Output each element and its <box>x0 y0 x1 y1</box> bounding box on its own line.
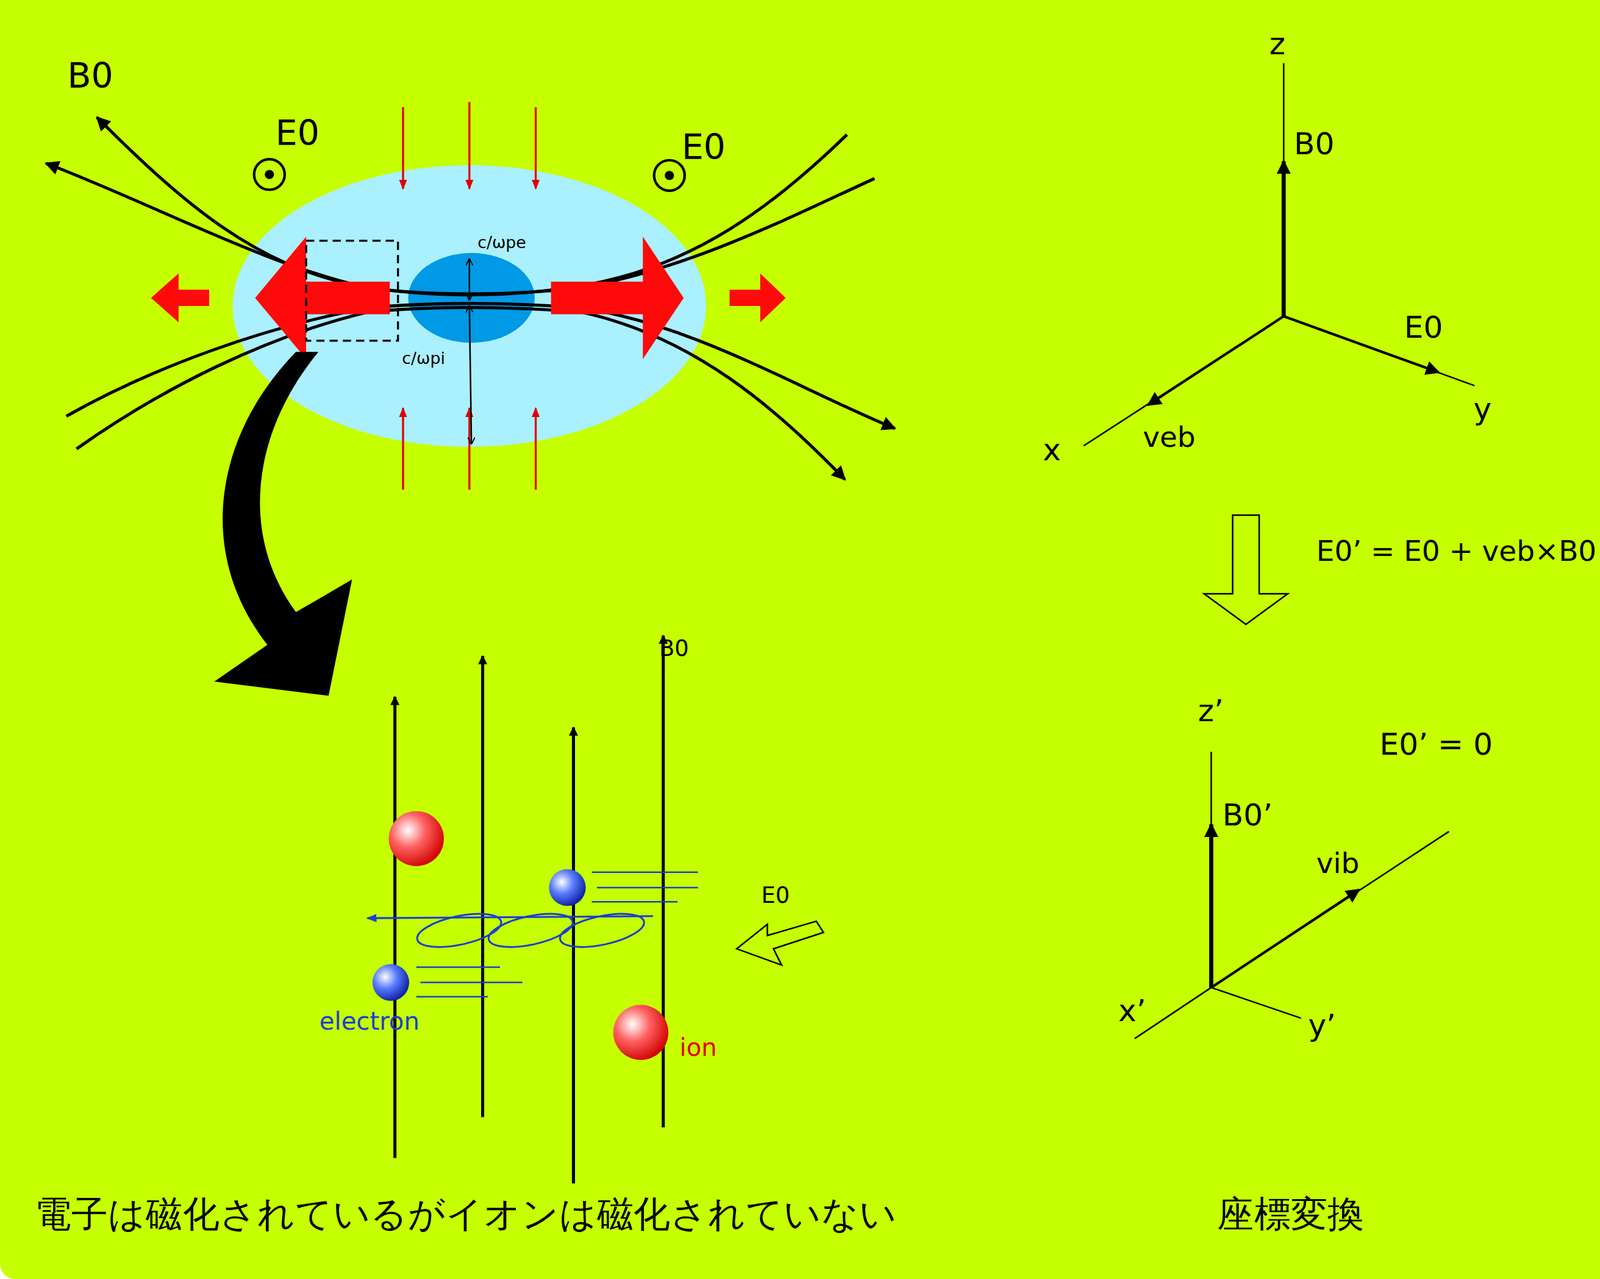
vector-label: E0 <box>1404 310 1444 344</box>
caption: 電子は磁化されているがイオンは磁化されていない <box>34 1193 897 1235</box>
axis-label: x <box>1042 432 1061 467</box>
scale-label: c/ωpi <box>401 350 446 368</box>
section-title: 座標変換 <box>1217 1193 1365 1235</box>
field-label: E0 <box>275 114 320 153</box>
vector-label: B0’ <box>1222 798 1273 832</box>
particle-label: electron <box>319 1007 420 1035</box>
field-label: B0 <box>659 636 690 661</box>
axis-label: y <box>1473 392 1492 426</box>
axis-label: z <box>1269 26 1286 61</box>
scale-label: c/ωpe <box>477 233 527 252</box>
axis-label: y’ <box>1307 1007 1336 1042</box>
vector-label: vib <box>1316 848 1360 881</box>
axis-label: z’ <box>1198 693 1224 728</box>
vector-label: veb <box>1142 422 1196 455</box>
particle-label: ion <box>679 1034 718 1062</box>
field-label: E0 <box>681 128 726 168</box>
axis-label: x’ <box>1118 993 1147 1028</box>
equation: E0’ = 0 <box>1379 727 1494 761</box>
equation: E0’ = E0 + veb×B0 <box>1316 536 1597 569</box>
vector-label: B0 <box>1293 126 1335 161</box>
field-label: E0 <box>760 883 790 908</box>
field-label: B0 <box>67 57 113 96</box>
